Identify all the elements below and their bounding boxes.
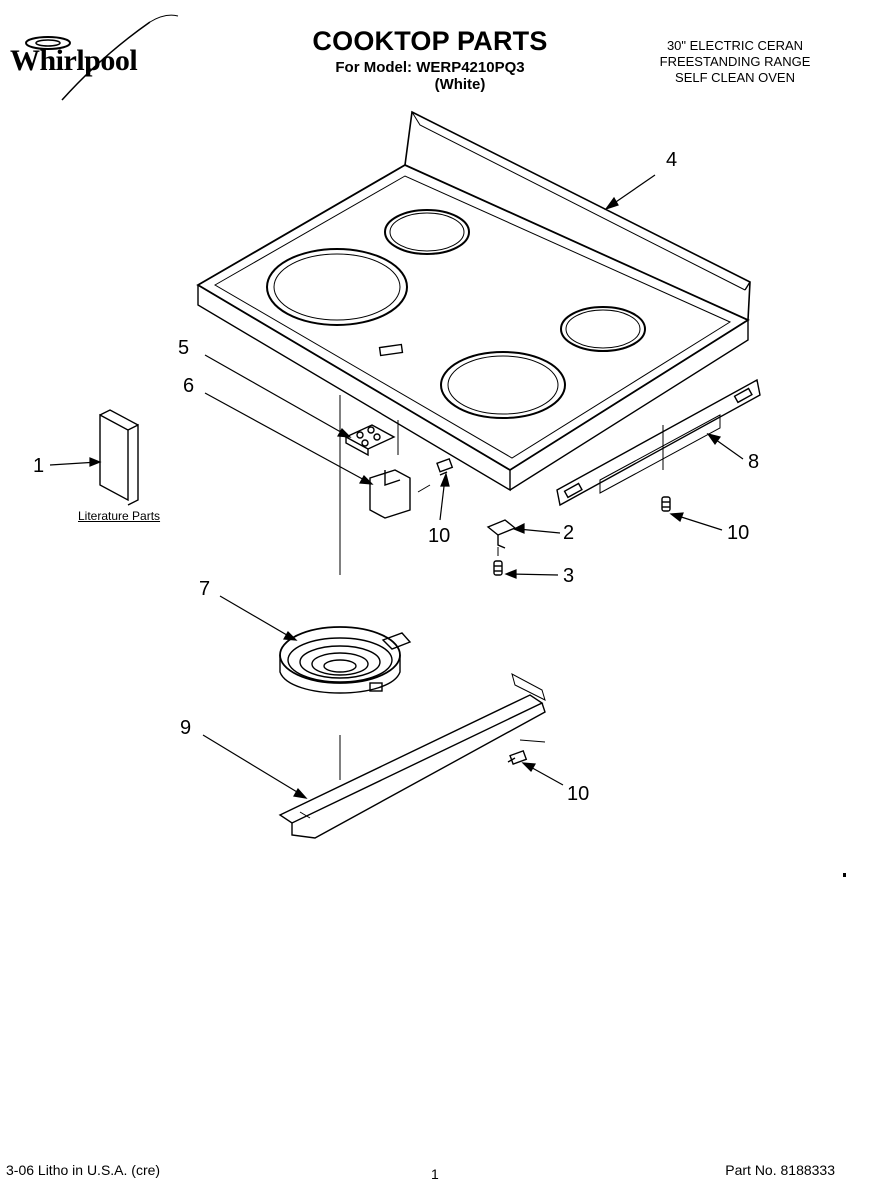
screw-part-drawing (661, 496, 671, 512)
footer-litho: 3-06 Litho in U.S.A. (cre) (6, 1162, 161, 1178)
description-line: FREESTANDING RANGE (659, 54, 811, 69)
screw-part-drawing (507, 749, 528, 765)
part-number: Part No. 8188333 (725, 1162, 835, 1178)
callout-10: 10 (567, 783, 590, 805)
callout-10: 10 (428, 525, 451, 547)
description-line: 30" ELECTRIC CERAN (666, 38, 804, 53)
brand-logo-text: Whirlpool (10, 44, 138, 77)
switch-part-drawing (344, 424, 396, 457)
screw-part-drawing (493, 547, 503, 576)
callout-10: 10 (727, 522, 750, 544)
page-number: 1 (431, 1166, 439, 1182)
callout-9: 9 (180, 717, 192, 739)
radiant-element-drawing (279, 626, 412, 694)
description-line: SELF CLEAN OVEN (675, 70, 795, 85)
literature-parts-label: Literature Parts (78, 509, 161, 523)
bracket-part-drawing (369, 469, 411, 519)
rail-part-drawing (556, 378, 761, 507)
appliance-description: 30" ELECTRIC CERAN FREESTANDING RANGE SE… (625, 38, 845, 86)
literature-part-drawing (99, 409, 139, 506)
callout-3: 3 (563, 565, 575, 587)
whirlpool-logo: Whirlpool (0, 0, 180, 110)
callout-5: 5 (178, 337, 190, 359)
model-line: For Model: WERP4210PQ3 (335, 59, 525, 76)
model-color: (White) (434, 76, 486, 93)
callout-8: 8 (748, 451, 760, 473)
callout-1: 1 (33, 455, 45, 477)
logo-swoosh-icon (25, 14, 179, 101)
page-title: COOKTOP PARTS (312, 26, 548, 56)
callout-6: 6 (183, 375, 195, 397)
clip-part-drawing (486, 519, 517, 549)
callout-4: 4 (666, 149, 678, 171)
support-bracket-drawing (278, 673, 546, 839)
screw-part-drawing (436, 457, 454, 476)
callout-7: 7 (199, 578, 211, 600)
callout-2: 2 (563, 522, 575, 544)
cooktop-part-drawing (196, 110, 751, 492)
